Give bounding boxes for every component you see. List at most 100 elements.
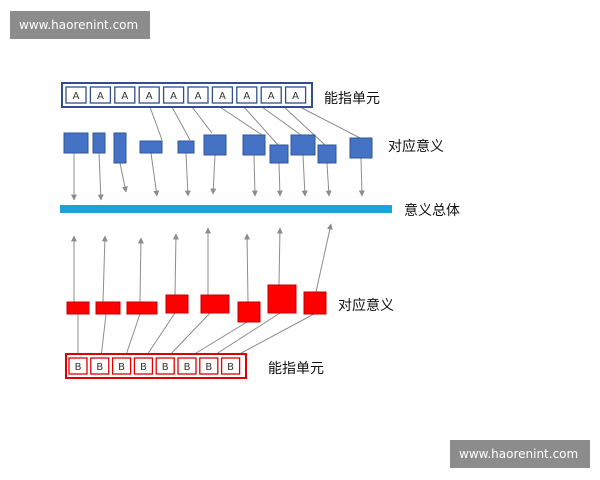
- top-meaning-box: [139, 140, 163, 154]
- top-unit-letter: A: [219, 91, 226, 102]
- top-meaning-box: [349, 137, 373, 159]
- top-unit-cell: [65, 86, 87, 104]
- meaning-to-total-arrow: [244, 233, 251, 303]
- top-unit-cell: [114, 86, 136, 104]
- bottom-meaning-box: [200, 294, 230, 314]
- unit-to-meaning-line: [231, 313, 315, 359]
- top-unit-letter: A: [243, 91, 250, 102]
- top-meaning-box: [317, 144, 337, 164]
- unit-to-meaning-line: [187, 321, 248, 359]
- top-meaning-box: [242, 134, 266, 156]
- top-unit-letter: A: [97, 91, 104, 102]
- bottom-meaning-boxes: [66, 284, 327, 323]
- top-meaning-box: [177, 140, 195, 154]
- top-meaning-box: [203, 134, 227, 156]
- top-unit-cell: [138, 86, 160, 104]
- bottom-meaning-box: [303, 291, 327, 315]
- top-meaning-box: [269, 144, 289, 164]
- unit-to-meaning-line: [243, 106, 279, 146]
- bottom-unit-cell: [199, 357, 219, 375]
- watermark-top: www.haorenint.com: [10, 11, 150, 39]
- meaning-to-total-arrow: [325, 162, 332, 197]
- meaning-to-total-arrow: [276, 227, 283, 286]
- bottom-meaning-box: [66, 301, 90, 315]
- unit-to-meaning-line: [144, 312, 176, 359]
- top-unit-letter: A: [73, 91, 80, 102]
- meaning-to-total-arrow: [150, 152, 160, 197]
- bottom-unit-cell: [220, 357, 241, 375]
- meaning-to-total-arrow: [172, 233, 179, 296]
- meaning-to-total-arrow: [119, 162, 128, 193]
- top-unit-letter: A: [170, 91, 177, 102]
- unit-to-meaning-line: [191, 106, 213, 134]
- top-unit-cell: [89, 86, 112, 104]
- bottom-meaning-box: [126, 301, 158, 315]
- bottom-unit-cell: [133, 357, 154, 375]
- top-unit-cell: [187, 86, 209, 104]
- top-unit-cell: [284, 86, 307, 104]
- top-unit-letter: A: [146, 91, 153, 102]
- top-unit-letter: A: [292, 91, 299, 102]
- meaning-to-total-arrow: [251, 154, 258, 197]
- bottom-unit-letter: B: [184, 362, 191, 373]
- unit-to-meaning-line: [124, 313, 141, 359]
- unit-to-meaning-line: [100, 313, 107, 359]
- unit-to-meaning-line: [171, 106, 191, 141]
- unit-to-meaning-line: [166, 312, 211, 359]
- meaning-to-total-arrow: [276, 162, 283, 197]
- top-meaning-box: [92, 132, 106, 154]
- top-meaning-box: [63, 132, 89, 154]
- bottom-arrows: [71, 223, 333, 359]
- top-unit-letter: A: [268, 91, 275, 102]
- meaning-to-total-arrow: [97, 152, 104, 201]
- watermark-bottom: www.haorenint.com: [450, 440, 590, 468]
- bottom-meaning-box: [95, 301, 121, 315]
- bottom-unit-letter: B: [96, 362, 103, 373]
- meaning-to-total-arrow: [137, 237, 144, 303]
- total-meaning-bar: [60, 205, 392, 213]
- unit-to-meaning-line: [209, 312, 281, 359]
- top-meaning-box: [290, 134, 316, 156]
- bottom-unit-letter: B: [162, 362, 169, 373]
- top-unit-cell: [162, 86, 185, 104]
- meaning-to-total-arrow: [358, 157, 365, 197]
- top-unit-cell: [211, 86, 234, 104]
- bottom-unit-letter: B: [75, 362, 82, 373]
- bottom-unit-letter: B: [205, 362, 212, 373]
- bottom-unit-cell: [68, 357, 88, 375]
- top-units-label: 能指单元: [324, 91, 380, 107]
- bottom-unit-cell: [177, 357, 197, 375]
- top-unit-cell: [260, 86, 282, 104]
- bottom-units-label: 能指单元: [268, 361, 324, 377]
- bottom-meaning-box: [267, 284, 297, 314]
- bottom-unit-cell: [111, 357, 132, 375]
- top-arrows: [71, 106, 365, 201]
- top-unit-letter: A: [121, 91, 128, 102]
- unit-to-meaning-line: [261, 106, 302, 136]
- meaning-to-total-arrow: [315, 223, 333, 293]
- total-meaning-label: 意义总体: [404, 202, 460, 219]
- bottom-meanings-label: 对应意义: [338, 297, 394, 314]
- bottom-unit-cell: [155, 357, 175, 375]
- unit-to-meaning-line: [219, 106, 263, 136]
- meaning-to-total-arrow: [184, 152, 191, 197]
- bottom-meaning-box: [237, 301, 261, 323]
- bottom-unit-letter: B: [140, 362, 147, 373]
- bottom-unit-cell: [90, 357, 110, 375]
- unit-to-meaning-line: [299, 106, 361, 139]
- top-meaning-box: [113, 132, 127, 164]
- top-meanings-label: 对应意义: [388, 138, 444, 155]
- bottom-unit-letter: B: [118, 362, 125, 373]
- unit-to-meaning-line: [149, 106, 163, 141]
- unit-to-meaning-line: [283, 106, 326, 146]
- top-unit-cell: [236, 86, 258, 104]
- meaning-to-total-arrow: [210, 154, 217, 195]
- meaning-to-total-arrow: [101, 235, 108, 303]
- bottom-meaning-box: [165, 294, 189, 314]
- bottom-unit-letter: B: [227, 362, 234, 373]
- meaning-to-total-arrow: [301, 154, 308, 197]
- top-meaning-boxes: [63, 132, 373, 164]
